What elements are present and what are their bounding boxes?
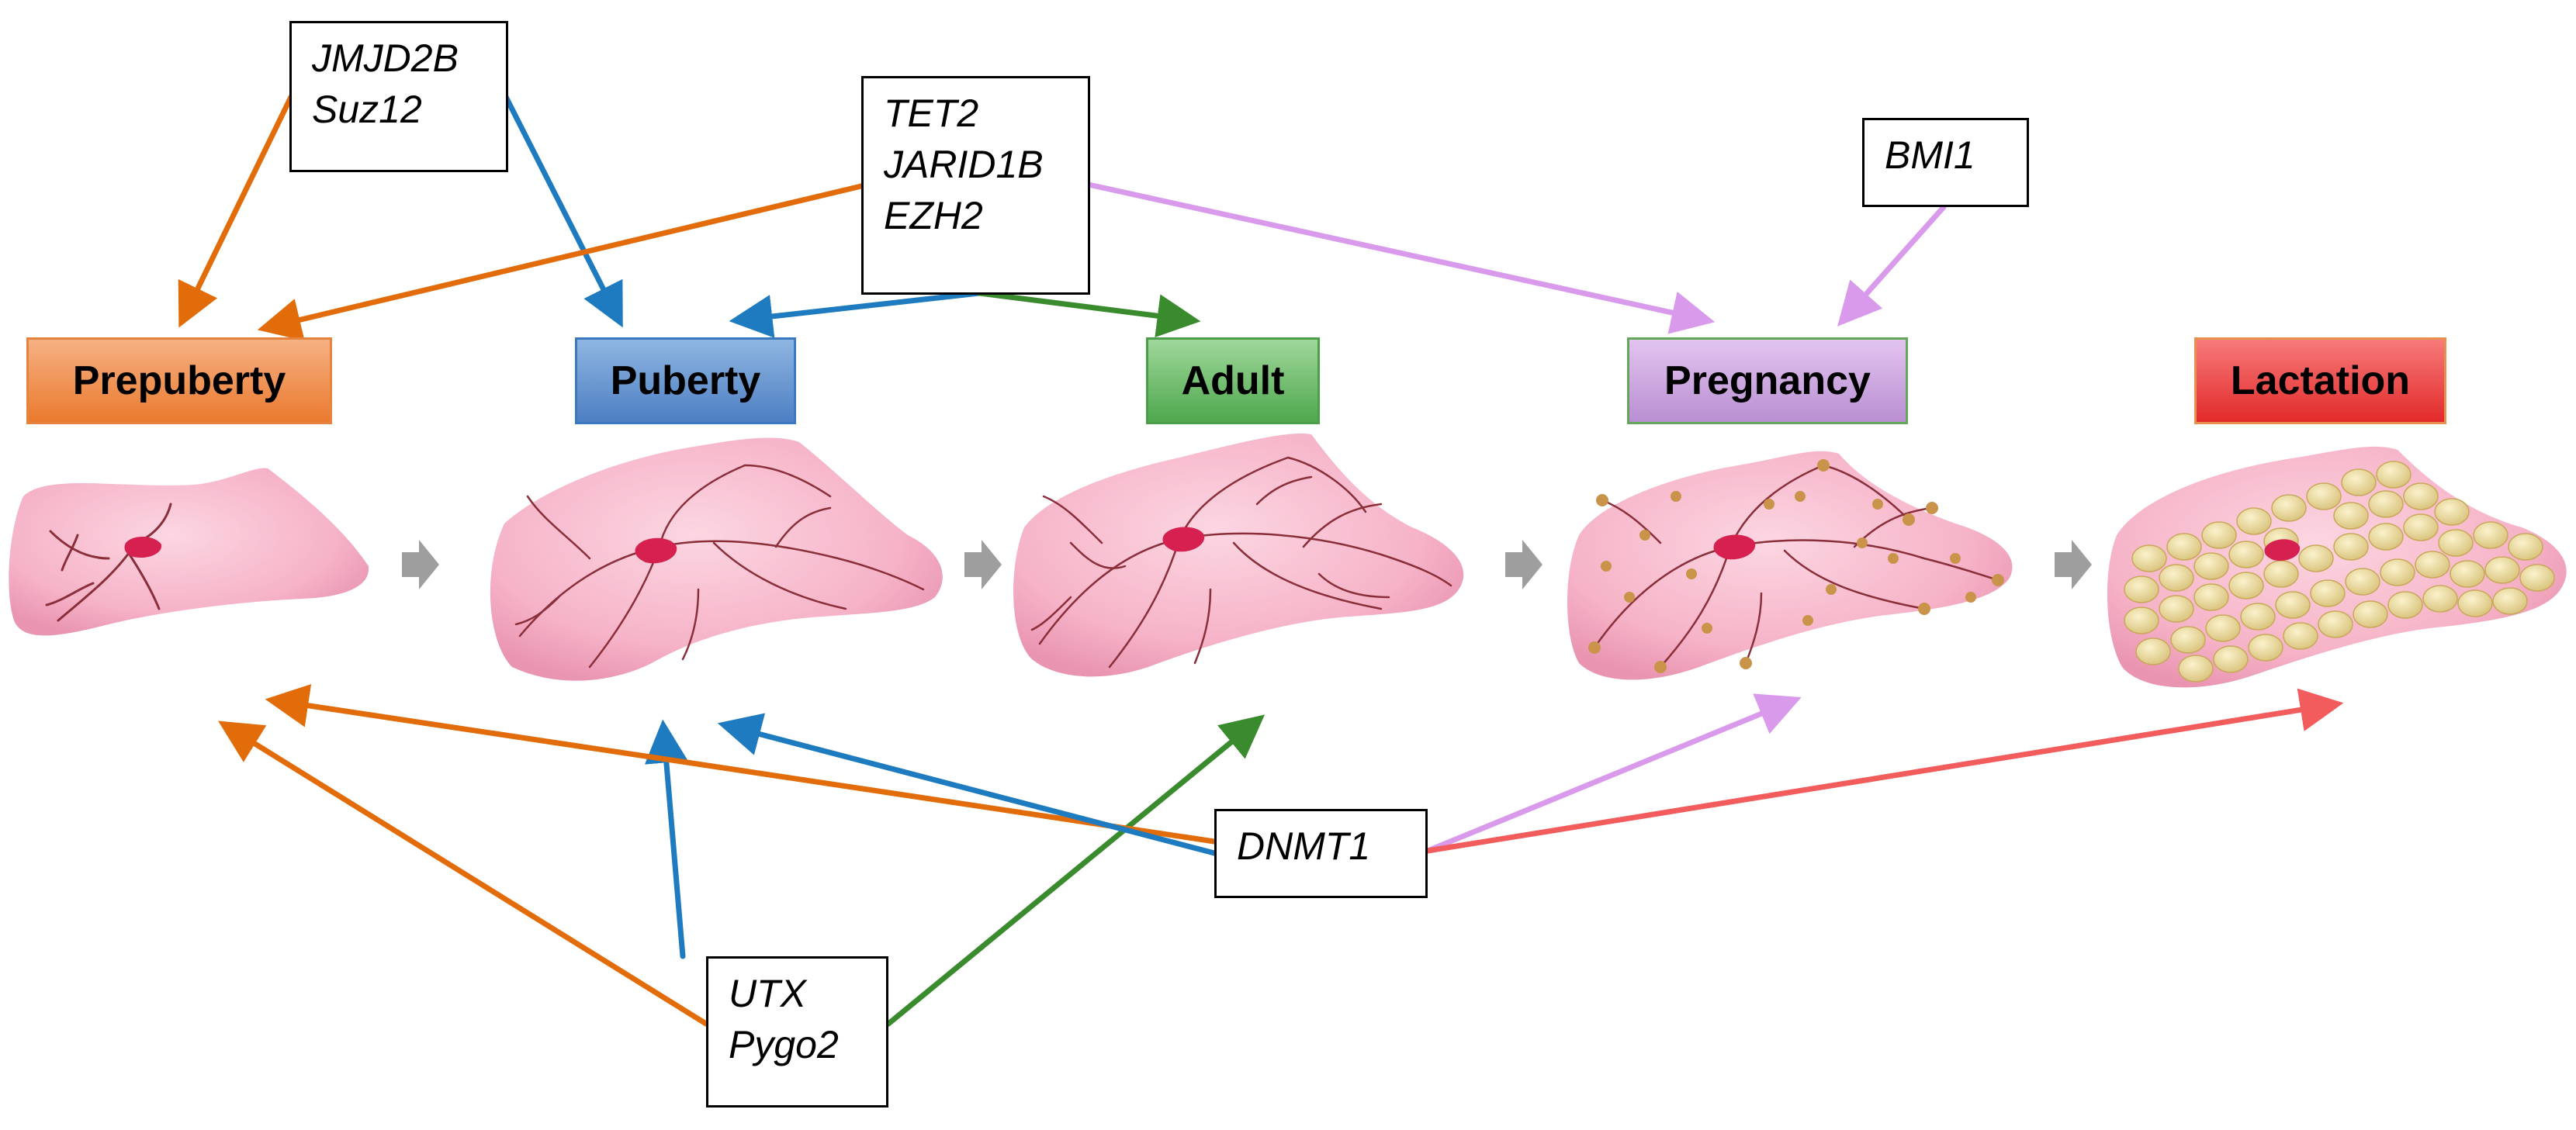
stage-label-adult: Adult [1146,337,1320,424]
gene-utx: UTX [729,972,806,1015]
gene-dnmt1: DNMT1 [1237,824,1371,868]
arrow-bmi1-pregnancy [1837,204,1947,327]
gene-box-tet2-jarid1b-ezh2: TET2 JARID1B EZH2 [861,76,1090,295]
lymph-node-pregnancy [1713,534,1756,560]
arrow-tet2-adult [976,290,1201,338]
arrow-dnmt1-puberty [717,713,1217,856]
ducts-adult [1030,456,1452,669]
arrow-utx-puberty [644,719,688,959]
lymph-node-lactation [2264,539,2301,562]
gene-box-dnmt1: DNMT1 [1214,809,1428,898]
arrow-dnmt1-lactation [1425,688,2344,854]
alveoli-pregnancy [1588,459,2004,673]
gene-pygo2: Pygo2 [729,1023,839,1066]
arrow-dnmt1-pregnancy [1425,693,1802,854]
regulator-arrows [178,94,2344,1027]
lymph-node-puberty [635,537,677,564]
lactating-alveoli [2124,461,2555,682]
progression-arrow-4 [2055,540,2092,589]
gland-adult [1013,434,1464,677]
gene-jmjd2b: JMJD2B [312,36,459,80]
ducts-pregnancy [1593,464,2000,669]
gland-puberty [490,437,943,681]
arrow-tet2-pregnancy [1085,181,1716,334]
arrow-dnmt1-prepuberty [265,684,1217,845]
arrow-utx-adult [885,714,1265,1027]
gene-bmi1: BMI1 [1885,133,1975,177]
stage-label-lactation: Lactation [2194,337,2446,424]
gene-tet2: TET2 [884,92,979,135]
lymph-node-adult [1162,527,1205,552]
gene-jarid1b: JARID1B [884,143,1044,186]
stage-label-pregnancy: Pregnancy [1627,337,1908,424]
gland-pregnancy [1567,451,2013,680]
gland-prepuberty [9,468,369,636]
arrow-jmjd2b-puberty [503,94,623,328]
gene-box-bmi1: BMI1 [1862,118,2029,207]
gene-box-jmjd2b-suz12: JMJD2B Suz12 [289,21,508,172]
arrow-tet2-puberty [729,290,982,338]
gland-lactation [2107,446,2567,688]
progression-arrow-1 [402,540,439,589]
stage-label-puberty: Puberty [575,337,796,424]
arrow-tet2-prepuberty [257,183,864,341]
gene-ezh2: EZH2 [884,194,983,237]
lymph-node-prepuberty [124,536,162,558]
arrow-jmjd2b-prepuberty [178,94,294,328]
progression-arrow-2 [964,540,1002,589]
gene-box-utx-pygo2: UTX Pygo2 [706,956,888,1108]
arrow-utx-prepuberty [218,721,709,1027]
gene-suz12: Suz12 [312,88,422,131]
stage-label-prepuberty: Prepuberty [26,337,332,424]
progression-arrow-3 [1505,540,1542,589]
progression-arrows [402,540,2092,589]
